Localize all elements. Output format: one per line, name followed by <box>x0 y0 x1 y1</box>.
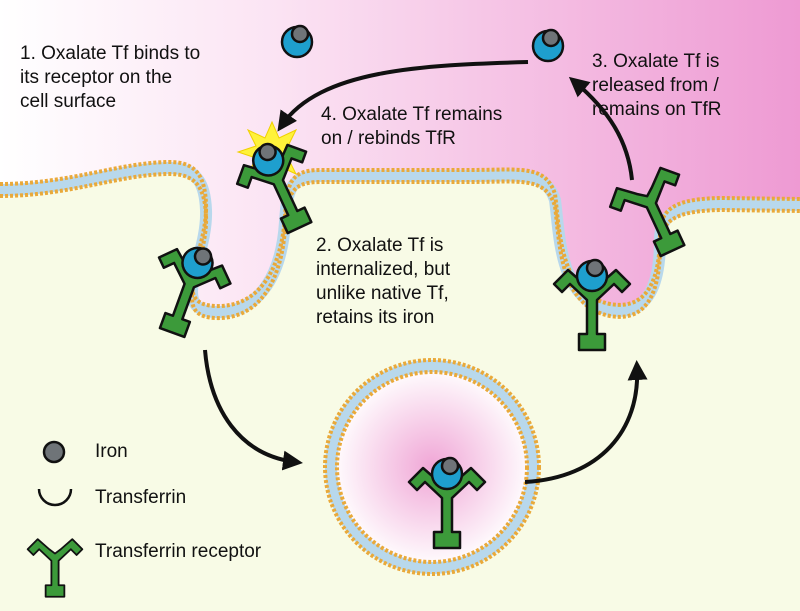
receptor-shape <box>407 466 487 550</box>
membrane-outer-leaflet <box>0 159 800 309</box>
legend-label-iron: Iron <box>95 441 128 462</box>
receptor-pit-right <box>552 258 632 352</box>
iron-shape <box>258 142 277 162</box>
receptor-shape <box>26 538 84 598</box>
released-transferrin <box>531 28 565 63</box>
step-1-line-3: cell surface <box>20 91 117 112</box>
step-4-line-1: 4. Oxalate Tf remains <box>321 104 503 125</box>
iron-icon <box>42 440 66 464</box>
step-3-line-2: released from / <box>592 75 719 96</box>
receptor-surface <box>235 142 313 235</box>
iron-shape <box>193 247 213 266</box>
transferrin-icon <box>37 488 73 507</box>
step-3-line-3: remains on TfR <box>592 99 722 120</box>
transferrin-receptor-icon <box>26 538 84 598</box>
step-2-line-1: 2. Oxalate Tf is <box>316 235 444 256</box>
legend-label-receptor: Transferrin receptor <box>95 541 262 562</box>
step-2-line-2: internalized, but <box>316 259 451 280</box>
endocytic-vesicle <box>331 366 533 568</box>
step-1-line-2: its receptor on the <box>20 67 173 88</box>
step-3-text: 3. Oxalate Tf is released from / remains… <box>592 50 722 122</box>
step-2-text: 2. Oxalate Tf is internalized, but unlik… <box>316 234 450 330</box>
receptor-shape <box>235 143 313 235</box>
membrane-inner-leaflet <box>0 171 800 321</box>
release-arrow <box>568 76 634 181</box>
receptor-vesicle <box>407 456 487 550</box>
recycle-arrow <box>277 60 529 132</box>
receptor-pit-left <box>157 246 232 339</box>
step-3-line-1: 3. Oxalate Tf is <box>592 51 720 72</box>
receptor-empty <box>608 166 686 258</box>
iron-shape <box>440 456 460 476</box>
plasma-membrane <box>0 161 800 319</box>
receptor-shape <box>552 268 632 352</box>
receptor-shape <box>608 166 686 258</box>
step-4-line-2: on / rebinds TfR <box>321 128 456 149</box>
step-1-text: 1. Oxalate Tf binds to its receptor on t… <box>20 42 200 114</box>
recycling-arrow <box>524 360 648 484</box>
step-2-line-3: unlike native Tf, <box>316 283 449 304</box>
legend-label-transferrin: Transferrin <box>95 487 187 508</box>
step-4-text: 4. Oxalate Tf remains on / rebinds TfR <box>321 103 502 151</box>
vesicle-membrane <box>325 360 539 574</box>
step-2-line-4: retains its iron <box>316 307 435 328</box>
receptor-shape <box>157 247 232 339</box>
vesicle-outer-leaflet <box>323 358 541 576</box>
iron-shape <box>585 258 605 278</box>
internalization-arrow <box>203 349 303 471</box>
vesicle-inner-leaflet <box>335 370 529 564</box>
extracellular-region <box>0 0 800 313</box>
free-transferrin <box>280 24 314 59</box>
step-1-line-1: 1. Oxalate Tf binds to <box>20 43 201 64</box>
